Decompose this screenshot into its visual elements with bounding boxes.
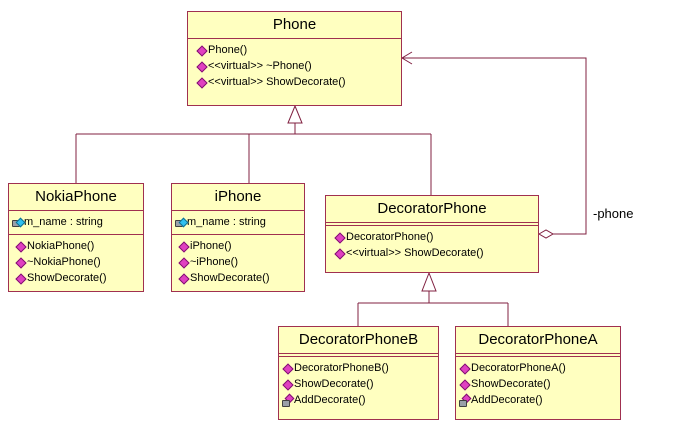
public-operation-icon bbox=[15, 257, 26, 268]
operations-compartment: NokiaPhone() ~NokiaPhone() ShowDecorate(… bbox=[9, 235, 143, 290]
class-decoratorphoneb[interactable]: DecoratorPhoneB DecoratorPhoneB() ShowDe… bbox=[278, 326, 439, 420]
public-operation-icon bbox=[196, 61, 207, 72]
operations-compartment: Phone() <<virtual>> ~Phone() <<virtual>>… bbox=[188, 39, 401, 94]
public-operation-icon bbox=[334, 232, 345, 243]
operation: AddDecorate() bbox=[282, 392, 438, 408]
public-operation-icon bbox=[15, 273, 26, 284]
attributes-compartment bbox=[456, 354, 620, 357]
operation: ~iPhone() bbox=[178, 254, 304, 270]
operations-compartment: iPhone() ~iPhone() ShowDecorate() bbox=[172, 235, 304, 290]
operation: ShowDecorate() bbox=[178, 270, 304, 286]
public-operation-icon bbox=[196, 45, 207, 56]
public-operation-icon bbox=[15, 241, 26, 252]
public-operation-icon bbox=[196, 77, 207, 88]
operation: ~NokiaPhone() bbox=[15, 254, 143, 270]
private-attribute-icon bbox=[12, 217, 23, 228]
class-nokiaphone[interactable]: NokiaPhone m_name : string NokiaPhone() … bbox=[8, 183, 144, 292]
operations-compartment: DecoratorPhoneB() ShowDecorate() AddDeco… bbox=[279, 357, 438, 412]
public-operation-icon bbox=[178, 257, 189, 268]
public-operation-icon bbox=[178, 241, 189, 252]
association-arrowhead bbox=[401, 51, 413, 65]
class-name: NokiaPhone bbox=[9, 184, 143, 211]
public-operation-icon bbox=[178, 273, 189, 284]
public-operation-icon bbox=[459, 363, 470, 374]
inheritance-arrow-phone bbox=[287, 104, 303, 124]
attribute: m_name : string bbox=[12, 214, 143, 230]
class-decoratorphonea[interactable]: DecoratorPhoneA DecoratorPhoneA() ShowDe… bbox=[455, 326, 621, 420]
operation: NokiaPhone() bbox=[15, 238, 143, 254]
attributes-compartment: m_name : string bbox=[9, 211, 143, 235]
operations-compartment: DecoratorPhoneA() ShowDecorate() AddDeco… bbox=[456, 357, 620, 412]
association-label: -phone bbox=[593, 206, 634, 221]
operation: ShowDecorate() bbox=[459, 376, 620, 392]
class-name: DecoratorPhoneB bbox=[279, 327, 438, 354]
inheritance-arrow-decorator bbox=[421, 271, 437, 292]
private-attribute-icon bbox=[175, 217, 186, 228]
public-operation-icon bbox=[282, 363, 293, 374]
public-operation-icon bbox=[282, 379, 293, 390]
class-decoratorphone[interactable]: DecoratorPhone DecoratorPhone() <<virtua… bbox=[325, 195, 539, 273]
attributes-compartment bbox=[279, 354, 438, 357]
operation: ShowDecorate() bbox=[282, 376, 438, 392]
class-phone[interactable]: Phone Phone() <<virtual>> ~Phone() <<vir… bbox=[187, 11, 402, 106]
private-operation-icon bbox=[459, 395, 470, 407]
private-operation-icon bbox=[282, 395, 293, 407]
operation: <<virtual>> ShowDecorate() bbox=[196, 74, 401, 90]
public-operation-icon bbox=[459, 379, 470, 390]
class-name: DecoratorPhone bbox=[326, 196, 538, 223]
aggregation-diamond bbox=[537, 229, 555, 239]
class-name: iPhone bbox=[172, 184, 304, 211]
operation: Phone() bbox=[196, 42, 401, 58]
operation: <<virtual>> ~Phone() bbox=[196, 58, 401, 74]
public-operation-icon bbox=[334, 248, 345, 259]
operation: <<virtual>> ShowDecorate() bbox=[334, 245, 538, 261]
operation: DecoratorPhoneB() bbox=[282, 360, 438, 376]
operation: iPhone() bbox=[178, 238, 304, 254]
class-name: DecoratorPhoneA bbox=[456, 327, 620, 354]
operation: DecoratorPhone() bbox=[334, 229, 538, 245]
attribute: m_name : string bbox=[175, 214, 304, 230]
attributes-compartment: m_name : string bbox=[172, 211, 304, 235]
attributes-compartment bbox=[326, 223, 538, 226]
operation: AddDecorate() bbox=[459, 392, 620, 408]
class-iphone[interactable]: iPhone m_name : string iPhone() ~iPhone(… bbox=[171, 183, 305, 292]
class-name: Phone bbox=[188, 12, 401, 39]
aggregation-line bbox=[402, 57, 587, 235]
operation: ShowDecorate() bbox=[15, 270, 143, 286]
operation: DecoratorPhoneA() bbox=[459, 360, 620, 376]
operations-compartment: DecoratorPhone() <<virtual>> ShowDecorat… bbox=[326, 226, 538, 265]
